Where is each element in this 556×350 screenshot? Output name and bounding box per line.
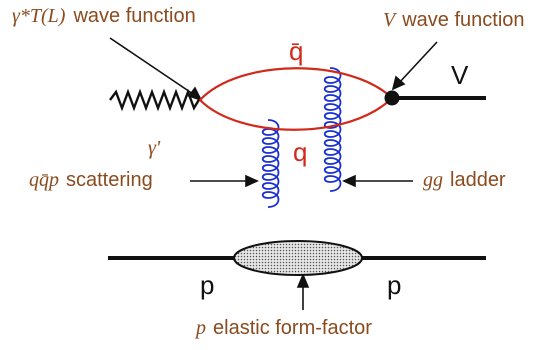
photon-line xyxy=(109,88,202,112)
v-wf-arrow xyxy=(397,41,438,85)
qqp-symbol: qq̄p xyxy=(29,169,59,191)
vector-meson-label: V xyxy=(451,60,469,90)
qqp-text: scattering xyxy=(66,169,153,191)
p-symbol: p xyxy=(196,317,206,339)
vector-meson-vertex xyxy=(384,90,400,106)
gg-text: ladder xyxy=(450,169,506,191)
gluon-right xyxy=(323,67,342,192)
qqp-arrowhead xyxy=(245,174,259,188)
ff-arrowhead xyxy=(296,272,310,288)
gluon-left xyxy=(261,119,280,208)
gg-symbol: gg xyxy=(423,169,443,191)
v-wf-text: wave function xyxy=(402,9,525,31)
v-wf-label: V wave function xyxy=(383,10,525,30)
v-symbol: V xyxy=(383,9,396,31)
photon-wf-text: wave function xyxy=(73,5,196,27)
form-factor-text: elastic form-factor xyxy=(213,317,372,339)
antiquark-label: q̄ xyxy=(289,36,304,66)
v-wf-arrowhead xyxy=(391,75,406,91)
photon-wf-label: γ*T(L) wave function xyxy=(12,6,196,26)
photon-symbol: γ*T(L) xyxy=(12,5,66,27)
photon-wf-arrowhead xyxy=(187,86,203,102)
form-factor-blob xyxy=(233,240,363,276)
gg-label: gg ladder xyxy=(423,170,506,190)
gamma-prime-label: γ' xyxy=(148,137,161,159)
photon-wf-arrow xyxy=(109,37,197,97)
proton-left-label: p xyxy=(200,270,215,300)
proton-right-label: p xyxy=(387,270,402,300)
antiquark-line xyxy=(199,67,393,101)
quark-label: q xyxy=(293,137,308,167)
form-factor-label: p elastic form-factor xyxy=(196,318,372,338)
pointer-arrows xyxy=(109,37,438,310)
quark-line xyxy=(199,97,393,131)
qqp-label: qq̄p scattering xyxy=(29,170,153,190)
gg-arrowhead xyxy=(342,174,356,188)
